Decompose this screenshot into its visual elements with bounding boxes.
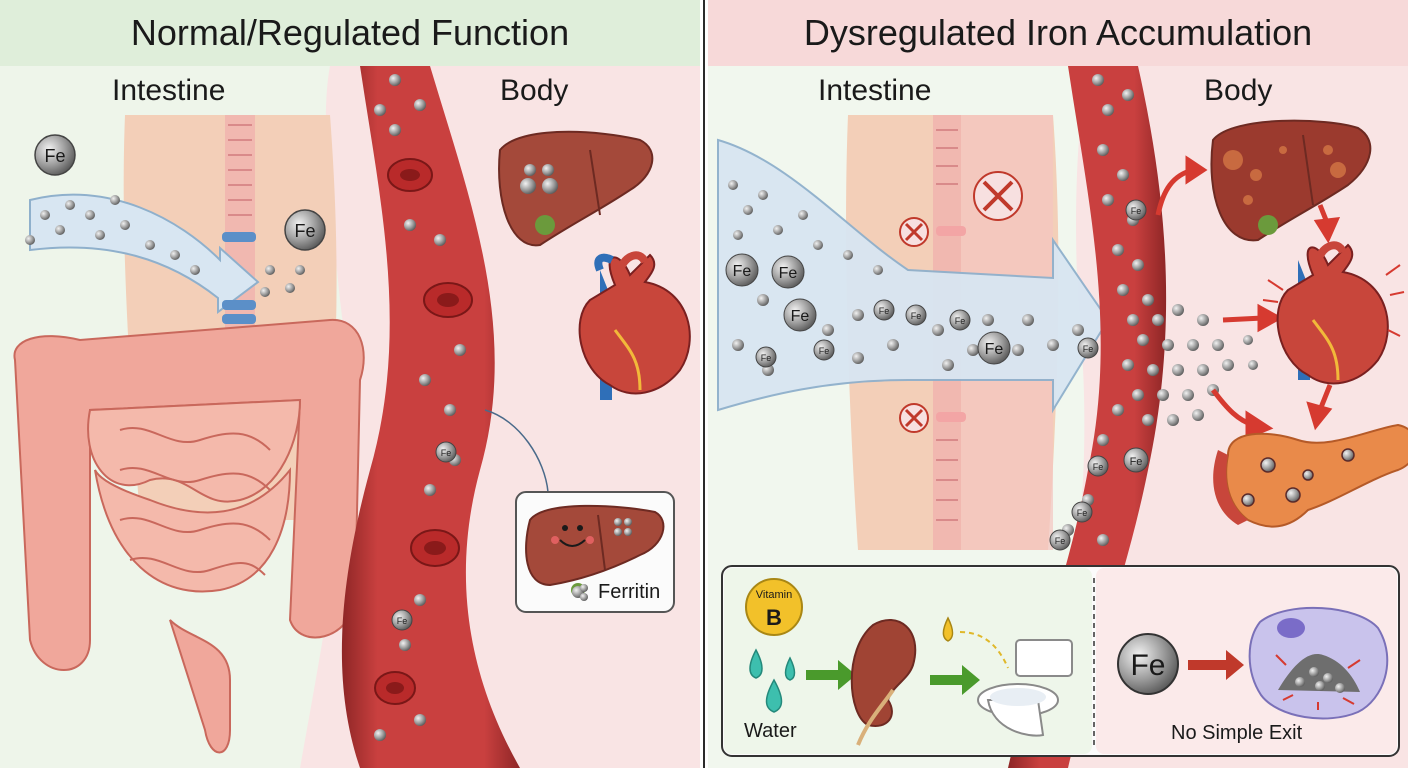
- ferritin-label: Ferritin: [598, 581, 660, 603]
- iron-particle-icon: Fe: [1087, 455, 1109, 477]
- iron-particle-icon: Fe: [34, 134, 76, 176]
- svg-text:Fe: Fe: [791, 308, 810, 325]
- svg-text:Fe: Fe: [1131, 206, 1142, 216]
- svg-text:Fe: Fe: [1077, 508, 1088, 518]
- cell-icon: [1248, 606, 1389, 720]
- iron-particle-icon: Fe: [1071, 501, 1093, 523]
- svg-text:Fe: Fe: [819, 346, 830, 356]
- x-block-icon: [973, 171, 1023, 221]
- svg-text:Fe: Fe: [1130, 649, 1165, 682]
- blood-vessel: [1008, 66, 1167, 768]
- svg-text:B: B: [766, 605, 782, 630]
- dysregulated-panel: Fe Fe Fe Fe Fe Fe Fe Fe Fe Fe Fe Fe Fe F…: [708, 0, 1408, 768]
- right-intestine-label: Intestine: [818, 74, 932, 107]
- svg-text:Vitamin: Vitamin: [756, 589, 792, 601]
- iron-particle-icon: Fe: [725, 253, 759, 287]
- iron-particle-icon: Fe: [977, 331, 1011, 365]
- blood-vessel: [341, 66, 520, 768]
- iron-particle-icon: Fe: [949, 309, 971, 331]
- iron-particle-icon: Fe: [1125, 199, 1147, 221]
- heart-icon: [578, 251, 691, 400]
- svg-text:Fe: Fe: [44, 146, 65, 166]
- svg-text:Fe: Fe: [1093, 462, 1104, 472]
- pancreas-icon: [1213, 423, 1408, 528]
- toilet-icon: [977, 639, 1073, 737]
- iron-particle-icon: Fe: [813, 339, 835, 361]
- svg-text:Fe: Fe: [1083, 344, 1094, 354]
- iron-particle-icon: Fe: [1117, 633, 1179, 695]
- ferritin-icon: [572, 584, 588, 601]
- iron-particle-icon: Fe: [873, 299, 895, 321]
- iron-particle-icon: Fe: [1077, 337, 1099, 359]
- kidney-icon: [850, 619, 917, 746]
- svg-text:Fe: Fe: [397, 616, 408, 626]
- no-exit-label: No Simple Exit: [1171, 722, 1303, 744]
- normal-function-panel: Fe Fe: [0, 0, 700, 768]
- vitamin-badge-icon: Vitamin B: [745, 578, 803, 636]
- iron-particle-icon: Fe: [284, 209, 326, 251]
- iron-particle-icon: Fe: [755, 346, 777, 368]
- panel-divider: [700, 0, 708, 768]
- iron-particle-icon: Fe: [771, 255, 805, 289]
- svg-text:Fe: Fe: [1055, 536, 1066, 546]
- iron-particle-icon: Fe: [905, 304, 927, 326]
- x-block-icon: [899, 217, 929, 247]
- liver-icon: [498, 130, 654, 247]
- svg-text:Fe: Fe: [779, 265, 798, 282]
- iron-particle-icon: Fe: [1123, 447, 1149, 473]
- svg-text:Fe: Fe: [761, 353, 772, 363]
- right-body-label: Body: [1204, 74, 1273, 107]
- svg-text:Fe: Fe: [985, 341, 1004, 358]
- water-drop-icon: [749, 648, 796, 713]
- svg-text:Fe: Fe: [441, 448, 452, 458]
- left-body-label: Body: [500, 74, 569, 107]
- water-label: Water: [744, 720, 797, 742]
- liver-icon: [1210, 119, 1372, 242]
- svg-text:Fe: Fe: [1130, 456, 1143, 468]
- x-block-icon: [899, 403, 929, 433]
- svg-text:Fe: Fe: [294, 221, 315, 241]
- iron-particle-icon: Fe: [391, 609, 413, 631]
- iron-particle-icon: Fe: [783, 298, 817, 332]
- iron-particle-icon: Fe: [1049, 529, 1071, 551]
- dysregulated-illustration: Fe Fe Fe Fe Fe Fe Fe Fe Fe Fe Fe Fe Fe F…: [708, 66, 1408, 768]
- excess-absorption-arrow: [717, 138, 1110, 414]
- svg-text:Fe: Fe: [879, 306, 890, 316]
- normal-panel-title: Normal/Regulated Function: [0, 0, 700, 66]
- normal-illustration: Fe Fe: [0, 66, 700, 768]
- dysregulated-panel-title: Dysregulated Iron Accumulation: [708, 0, 1408, 66]
- svg-text:Fe: Fe: [911, 311, 922, 321]
- iron-particle-icon: Fe: [435, 441, 457, 463]
- svg-text:Fe: Fe: [733, 263, 752, 280]
- svg-text:Fe: Fe: [955, 316, 966, 326]
- left-intestine-label: Intestine: [112, 74, 226, 107]
- heart-icon: [1262, 241, 1405, 385]
